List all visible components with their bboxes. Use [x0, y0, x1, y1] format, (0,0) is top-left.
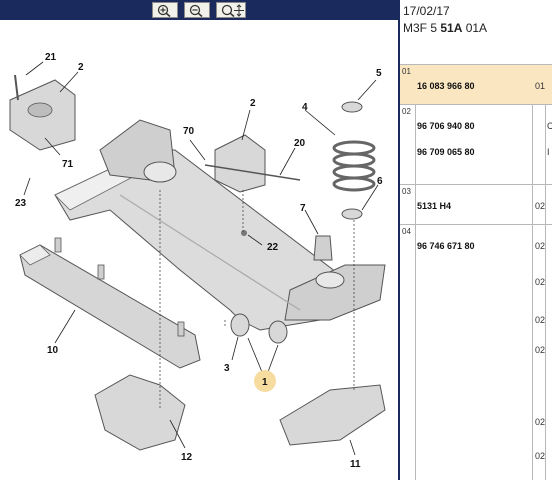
callout-3[interactable]: 3 — [224, 363, 230, 374]
zoom-out-icon — [189, 4, 203, 17]
part-quantity: 02 — [535, 315, 546, 325]
bushings[interactable] — [230, 313, 288, 344]
zoom-in-button[interactable] — [152, 2, 178, 18]
mounting-bracket-left[interactable] — [9, 74, 76, 151]
table-row[interactable]: 01 16 083 966 80 01 — [400, 64, 552, 104]
part-reference[interactable]: 5131 H4 — [417, 201, 452, 211]
callout-6[interactable]: 6 — [377, 176, 383, 187]
callout-10[interactable]: 10 — [47, 345, 59, 356]
callout-70[interactable]: 70 — [183, 126, 195, 137]
callout-20[interactable]: 20 — [294, 138, 306, 149]
callout-labels: 21 2 71 23 70 2 20 22 4 5 6 7 10 3 1 12 … — [15, 52, 383, 470]
callout-1[interactable]: 1 — [262, 377, 268, 388]
bracket-lower-left[interactable] — [94, 374, 186, 451]
mounting-bracket-center[interactable] — [204, 134, 301, 236]
table-row[interactable]: 04 96 746 671 80 02 02 02 02 02 02 — [400, 224, 552, 480]
part-quantity: 02 — [535, 201, 546, 211]
parts-diagram: 21 2 71 23 70 2 20 22 4 5 6 7 10 3 1 12 … — [9, 52, 386, 470]
callout-4[interactable]: 4 — [302, 102, 308, 113]
part-quantity: 02 — [535, 417, 546, 427]
zoom-out-button[interactable] — [184, 2, 210, 18]
bracket-lower-right[interactable] — [279, 384, 386, 446]
callout-71[interactable]: 71 — [62, 159, 74, 170]
part-reference[interactable]: 96 746 671 80 — [417, 241, 475, 251]
row-number: 01 — [402, 67, 411, 76]
callout-11[interactable]: 11 — [350, 459, 361, 470]
parts-table: 01 16 083 966 80 01 02 96 706 940 80 C 9… — [400, 64, 552, 480]
toolbar — [0, 0, 398, 20]
bump-stop[interactable] — [313, 235, 333, 261]
coil-spring[interactable] — [332, 101, 376, 220]
part-reference[interactable]: 96 709 065 80 — [417, 147, 475, 157]
callout-21[interactable]: 21 — [45, 52, 57, 63]
callout-5[interactable]: 5 — [376, 68, 382, 79]
callout-7[interactable]: 7 — [300, 203, 306, 214]
row-number: 04 — [402, 227, 411, 236]
page-header: 17/02/17 M3F 5 51A 01A — [400, 0, 552, 42]
part-reference[interactable]: 96 706 940 80 — [417, 121, 475, 131]
table-row[interactable]: 02 96 706 940 80 C 96 709 065 80 I — [400, 104, 552, 184]
cross-tube-part[interactable] — [19, 237, 201, 369]
row-number: 03 — [402, 187, 411, 196]
part-reference[interactable]: 16 083 966 80 — [417, 81, 475, 91]
table-row[interactable]: 03 5131 H4 02 — [400, 184, 552, 224]
zoom-fit-button[interactable] — [216, 2, 246, 18]
panel-divider — [398, 0, 400, 480]
part-quantity: 02 — [535, 451, 546, 461]
part-quantity: 02 — [535, 345, 546, 355]
page-code: M3F 5 51A 01A — [403, 21, 488, 35]
leader-lines — [23, 61, 379, 456]
callout-2-left[interactable]: 2 — [78, 62, 84, 73]
axle-beam[interactable] — [54, 119, 386, 331]
callout-highlight — [254, 370, 276, 392]
guide-lines — [159, 190, 355, 410]
zoom-in-icon — [157, 4, 171, 17]
part-variant: I — [547, 147, 550, 157]
zoom-fit-icon — [221, 4, 244, 17]
part-quantity: 01 — [535, 81, 546, 91]
part-quantity: 02 — [535, 277, 546, 287]
callout-23[interactable]: 23 — [15, 198, 27, 209]
part-quantity: 02 — [535, 241, 546, 251]
page-date: 17/02/17 — [403, 4, 450, 18]
callout-2-center[interactable]: 2 — [250, 98, 256, 109]
part-variant: C — [547, 121, 552, 131]
callout-12[interactable]: 12 — [181, 452, 193, 463]
callout-22[interactable]: 22 — [267, 242, 279, 253]
row-number: 02 — [402, 107, 411, 116]
